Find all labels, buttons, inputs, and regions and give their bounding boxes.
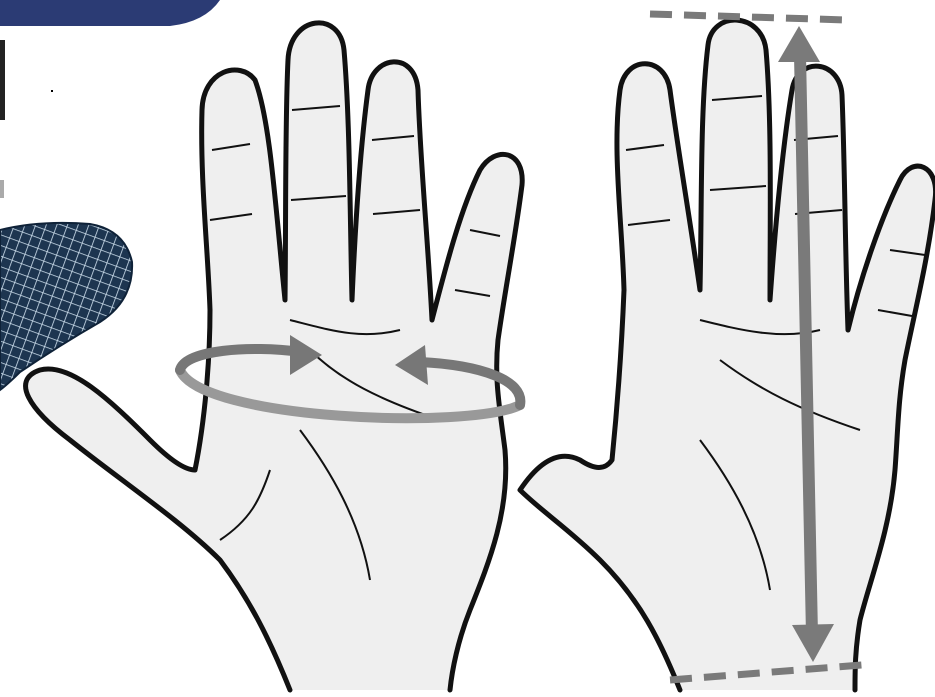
edge-mark-small — [0, 180, 4, 198]
header-banner — [0, 0, 220, 26]
edge-mark — [0, 40, 5, 120]
left-hand-outline-icon — [26, 23, 523, 690]
dot-mark — [51, 90, 53, 92]
glove-mesh-icon — [0, 223, 132, 390]
right-hand-outline-icon — [520, 20, 935, 690]
